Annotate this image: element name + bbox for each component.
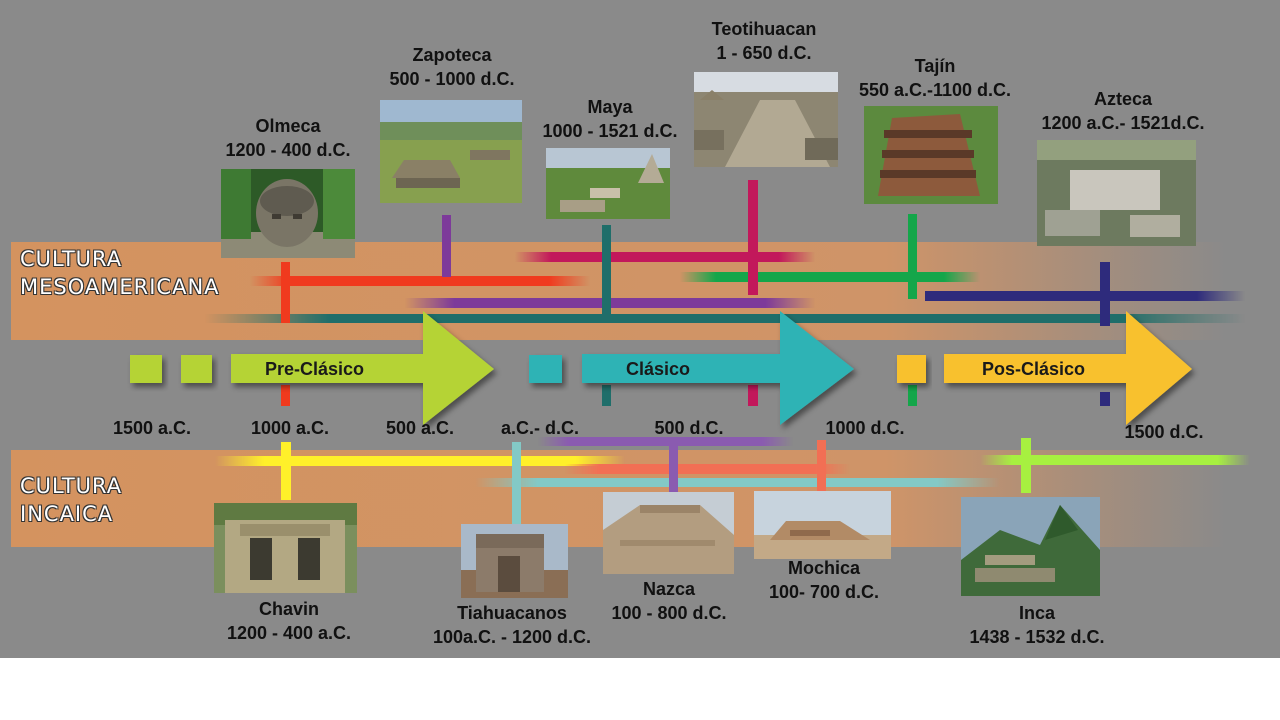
tajin-tick — [908, 385, 917, 406]
timeline-slide: CULTURA MESOAMERICANA CULTURA INCAICA Pr… — [0, 0, 1280, 658]
teotihuacan-line — [515, 252, 815, 262]
inca-line — [980, 455, 1250, 465]
culture-name: Zapoteca — [412, 45, 492, 65]
culture-label-tiahuacanos: Tiahuacanos 100a.C. - 1200 d.C. — [433, 601, 591, 649]
olmeca-marker — [281, 262, 290, 323]
teotihuacan-tick — [748, 385, 758, 406]
culture-dates: 500 - 1000 d.C. — [389, 69, 515, 89]
nazca-marker — [669, 445, 678, 492]
posclasico-square — [897, 355, 926, 383]
maya-tick — [602, 385, 611, 406]
culture-label-inca: Inca 1438 - 1532 d.C. — [969, 601, 1104, 649]
nazca-line — [538, 437, 793, 446]
culture-dates: 1438 - 1532 d.C. — [969, 627, 1105, 647]
culture-name: Mochica — [787, 558, 861, 578]
posclasico-arrow — [944, 311, 1192, 425]
inca-title-line-2: INCAICA — [20, 502, 114, 526]
maya-marker — [602, 225, 611, 318]
era-label-clasico: Clásico — [626, 359, 691, 379]
inca-title-line-1: CULTURA — [20, 474, 123, 498]
meso-title-line-2: MESOAMERICANA — [20, 275, 220, 299]
clasico-arrow — [582, 311, 854, 425]
culture-label-chavin: Chavin 1200 - 400 a.C. — [227, 597, 351, 645]
zapoteca-marker — [442, 215, 451, 277]
tick-label: 500 a.C. — [385, 418, 455, 438]
tajin-photo — [864, 106, 998, 204]
culture-label-azteca: Azteca 1200 a.C.- 1521d.C. — [1041, 87, 1204, 135]
azteca-tick — [1100, 392, 1110, 406]
culture-dates: 100a.C. - 1200 d.C. — [432, 627, 592, 647]
chavin-marker — [281, 442, 291, 500]
culture-dates: 1200 - 400 a.C. — [226, 623, 352, 643]
culture-label-tajin: Tajín 550 a.C.-1100 d.C. — [859, 54, 1011, 102]
mochica-line — [565, 464, 850, 474]
mochica-photo — [754, 491, 891, 559]
timeline-diagram — [11, 72, 1250, 598]
teotihuacan-photo — [694, 72, 838, 167]
culture-dates: 1200 - 400 d.C. — [225, 140, 351, 160]
culture-label-maya: Maya 1000 - 1521 d.C. — [542, 95, 677, 143]
tiahuacanos-photo — [461, 524, 568, 598]
tick-label: 1500 a.C. — [112, 418, 192, 438]
olmeca-tick — [281, 385, 290, 406]
culture-dates: 1 - 650 d.C. — [716, 43, 812, 63]
culture-name: Tajín — [914, 56, 956, 76]
maya-line — [205, 314, 1245, 323]
meso-band-title: CULTURA MESOAMERICANA — [20, 245, 220, 301]
inca-band-title: CULTURA INCAICA — [20, 472, 122, 528]
azteca-photo — [1037, 140, 1196, 246]
culture-name: Maya — [587, 97, 633, 117]
culture-name: Azteca — [1093, 89, 1153, 109]
olmeca-line — [250, 276, 590, 286]
tick-label: 1000 d.C. — [825, 418, 905, 438]
meso-title-line-1: CULTURA — [20, 247, 123, 271]
preclasico-arrow — [231, 311, 494, 425]
maya-photo — [546, 148, 670, 219]
zapoteca-photo — [380, 100, 522, 203]
culture-label-teotihuacan: Teotihuacan 1 - 650 d.C. — [712, 17, 817, 65]
inca-photo — [961, 497, 1100, 596]
chavin-line — [215, 456, 625, 466]
azteca-marker — [1100, 262, 1110, 326]
culture-dates: 1000 - 1521 d.C. — [542, 121, 678, 141]
inca-marker — [1021, 438, 1031, 493]
teotihuacan-marker — [748, 180, 758, 295]
culture-name: Nazca — [642, 579, 696, 599]
nazca-photo — [603, 492, 734, 574]
preclasico-square-1 — [130, 355, 162, 383]
culture-dates: 100 - 800 d.C. — [611, 603, 727, 623]
preclasico-square-2 — [181, 355, 212, 383]
chavin-photo — [214, 503, 357, 593]
clasico-square — [529, 355, 562, 383]
tajin-line — [680, 272, 980, 282]
culture-name: Chavin — [258, 599, 319, 619]
azteca-line — [925, 291, 1245, 301]
tick-label: a.C.- d.C. — [500, 418, 580, 438]
tiahuacanos-marker — [512, 442, 521, 524]
culture-label-nazca: Nazca 100 - 800 d.C. — [611, 577, 726, 625]
tick-label: 500 d.C. — [654, 418, 724, 438]
culture-label-mochica: Mochica 100- 700 d.C. — [769, 556, 879, 604]
tajin-marker — [908, 214, 917, 299]
era-label-preclasico: Pre-Clásico — [265, 359, 365, 379]
culture-dates: 1200 a.C.- 1521d.C. — [1041, 113, 1205, 133]
culture-label-olmeca: Olmeca 1200 - 400 d.C. — [225, 114, 350, 162]
culture-name: Olmeca — [255, 116, 321, 136]
era-label-posclasico: Pos-Clásico — [982, 359, 1086, 379]
tiahuacanos-line — [475, 478, 1000, 487]
culture-name: Tiahuacanos — [457, 603, 567, 623]
culture-dates: 550 a.C.-1100 d.C. — [858, 80, 1012, 100]
mochica-marker — [817, 440, 826, 492]
culture-name: Teotihuacan — [711, 19, 817, 39]
culture-label-zapoteca: Zapoteca 500 - 1000 d.C. — [389, 43, 514, 91]
culture-name: Inca — [1018, 603, 1056, 623]
olmeca-photo — [221, 169, 355, 258]
tick-label: 1000 a.C. — [250, 418, 330, 438]
culture-dates: 100- 700 d.C. — [768, 582, 880, 602]
tick-label: 1500 d.C. — [1124, 422, 1204, 442]
